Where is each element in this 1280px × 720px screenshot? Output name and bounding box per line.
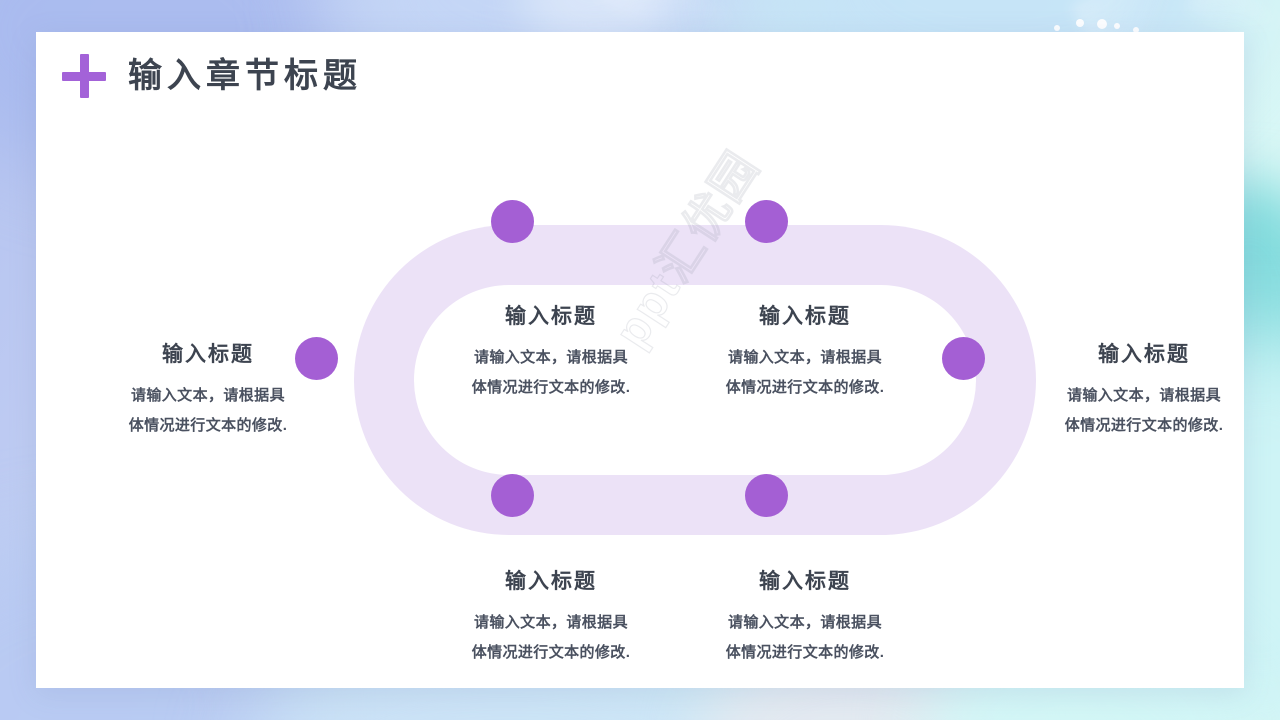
text-block-body-line: 请输入文本，请根据具 xyxy=(727,614,882,632)
plus-icon xyxy=(62,54,106,98)
ring-diagram-inner xyxy=(414,285,976,475)
node-top-right[interactable] xyxy=(744,199,788,243)
node-top-left[interactable] xyxy=(490,199,534,243)
node-right[interactable] xyxy=(941,336,985,380)
text-block-body: 请输入文本，请根据具 体情况进行文本的修改. xyxy=(434,608,668,668)
text-block-title: 输入标题 xyxy=(759,305,851,328)
text-block-body-line: 请输入文本，请根据具 xyxy=(1066,387,1221,405)
text-block-title: 输入标题 xyxy=(505,305,597,328)
text-block-right: 输入标题 请输入文本，请根据具 体情况进行文本的修改. xyxy=(1028,342,1260,441)
text-block-body-line: 请输入文本，请根据具 xyxy=(130,387,285,405)
text-block-body-line: 体情况进行文本的修改. xyxy=(471,644,631,662)
text-block-body-line: 请输入文本，请根据具 xyxy=(727,349,882,367)
page-title: 输入章节标题 xyxy=(128,57,362,95)
text-block-body: 请输入文本，请根据具 体情况进行文本的修改. xyxy=(92,381,324,441)
text-block-title: 输入标题 xyxy=(759,570,851,593)
text-block-body-line: 体情况进行文本的修改. xyxy=(128,417,288,435)
decorative-dot xyxy=(1076,19,1084,27)
text-block-bottom-left: 输入标题 请输入文本，请根据具 体情况进行文本的修改. xyxy=(434,569,668,668)
text-block-title: 输入标题 xyxy=(505,570,597,593)
decorative-dot xyxy=(1054,25,1060,31)
text-block-body-line: 体情况进行文本的修改. xyxy=(725,644,885,662)
text-block-body-line: 体情况进行文本的修改. xyxy=(471,379,631,397)
text-block-body-line: 体情况进行文本的修改. xyxy=(1064,417,1224,435)
text-block-body-line: 请输入文本，请根据具 xyxy=(473,614,628,632)
node-bottom-left[interactable] xyxy=(490,473,534,517)
text-block-top-right: 输入标题 请输入文本，请根据具 体情况进行文本的修改. xyxy=(688,304,922,403)
text-block-title: 输入标题 xyxy=(162,343,254,366)
text-block-bottom-right: 输入标题 请输入文本，请根据具 体情况进行文本的修改. xyxy=(688,569,922,668)
node-left[interactable] xyxy=(294,336,338,380)
text-block-left: 输入标题 请输入文本，请根据具 体情况进行文本的修改. xyxy=(92,342,324,441)
slide-header: 输入章节标题 xyxy=(62,54,362,98)
ring-diagram-track xyxy=(354,225,1036,535)
node-bottom-right[interactable] xyxy=(744,473,788,517)
text-block-body: 请输入文本，请根据具 体情况进行文本的修改. xyxy=(434,343,668,403)
text-block-body: 请输入文本，请根据具 体情况进行文本的修改. xyxy=(1028,381,1260,441)
text-block-body-line: 体情况进行文本的修改. xyxy=(725,379,885,397)
text-block-top-left: 输入标题 请输入文本，请根据具 体情况进行文本的修改. xyxy=(434,304,668,403)
text-block-title: 输入标题 xyxy=(1098,343,1190,366)
text-block-body-line: 请输入文本，请根据具 xyxy=(473,349,628,367)
decorative-dot xyxy=(1114,23,1120,29)
slide-content-card: 输入章节标题 ppt汇优园 输入标题 请输入文本，请根据具 体情况进行文本的修改… xyxy=(36,32,1244,688)
text-block-body: 请输入文本，请根据具 体情况进行文本的修改. xyxy=(688,608,922,668)
decorative-dot xyxy=(1097,19,1107,29)
text-block-body: 请输入文本，请根据具 体情况进行文本的修改. xyxy=(688,343,922,403)
